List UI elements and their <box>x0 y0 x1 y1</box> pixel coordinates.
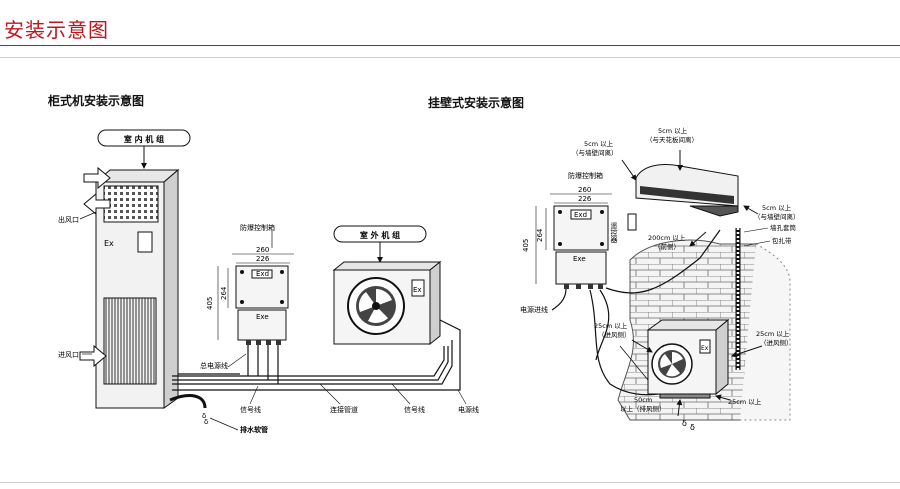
cabinet-exe-label: Exe <box>256 313 269 321</box>
outlet-arrow-top <box>83 166 111 190</box>
title-divider <box>0 45 900 46</box>
svg-text:δ: δ <box>204 418 208 426</box>
wall-dim-260: 260 <box>578 186 591 194</box>
outlet-label: 出风口 <box>58 215 79 224</box>
cabinet-ex-mark: Ex <box>104 239 114 248</box>
wall-outdoor-unit: Ex <box>646 318 730 399</box>
right-cm: 5cm 以上 <box>762 203 792 212</box>
inlet-label: 进风口 <box>58 351 79 359</box>
power-line-label: 电源线 <box>458 405 479 414</box>
wall-exd-label: Exd <box>574 211 587 219</box>
wall-outdoor-ex-mark: Ex <box>701 345 709 352</box>
wall-exe-label: Exe <box>573 255 586 263</box>
drain-hose-label: 排水软管 <box>240 425 268 434</box>
top-left-note: （与墙壁间离） <box>572 148 618 157</box>
cabinet-dim-264: 264 <box>220 286 228 300</box>
cabinet-dim-260: 260 <box>256 246 269 254</box>
hole-sleeve-label: 墙孔套筒 <box>770 223 797 232</box>
cm25-a-note: （进风侧） <box>598 330 631 339</box>
indoor-unit-label: 室 内 机 组 <box>124 134 164 144</box>
main-power-label: 总电源线 <box>200 361 228 370</box>
cabinet-section-title: 柜式机安装示意图 <box>48 94 145 108</box>
wall-dim-226: 226 <box>578 195 592 203</box>
wrap-tape-label: 包扎带 <box>772 236 792 245</box>
inlet-arrow <box>79 344 107 368</box>
connect-pipe-label: 连接管道 <box>330 405 358 414</box>
svg-text:δ: δ <box>202 412 206 420</box>
wall-dim-264: 264 <box>536 228 544 242</box>
cm25-b-label: 25cm 以上 <box>756 329 790 338</box>
cm25-a-label: 25cm 以上 <box>594 321 628 330</box>
right-note: （与墙壁间离） <box>754 212 800 221</box>
svg-text:δ: δ <box>690 423 695 432</box>
indoor-unit-tag: 室 内 机 组 <box>97 129 191 147</box>
cabinet-pipes <box>172 319 461 391</box>
cabinet-explosion-proof-box: Exd Exe <box>235 265 289 345</box>
top-right-cm: 5cm 以上 <box>658 126 688 135</box>
cm200-note: （前侧） <box>654 242 680 251</box>
wall-dim-405: 405 <box>522 239 530 252</box>
wall-indoor-unit <box>635 150 739 217</box>
cm25-b-note: （进风侧） <box>760 338 793 347</box>
cm50-label: 50cm <box>634 396 652 404</box>
cm25-c-label: 25cm 以上 <box>728 397 762 406</box>
page-title: 安装示意图 <box>4 18 109 42</box>
top-right-note: （与天花板间离） <box>646 135 698 144</box>
cabinet-outdoor-unit: Ex <box>332 260 442 346</box>
cm50-note: 以上（排风侧） <box>620 404 666 413</box>
cm200-label: 200cm 以上 <box>648 233 686 242</box>
svg-text:δ: δ <box>682 419 687 428</box>
top-left-cm: 5cm 以上 <box>584 139 614 148</box>
outdoor-ex-mark: Ex <box>413 286 422 294</box>
cabinet-exd-label: Exd <box>256 270 269 278</box>
signal-line-label-1: 信号线 <box>240 405 261 414</box>
wall-explosion-proof-box: Exd Exe <box>553 205 609 289</box>
cabinet-controller-label: 防爆控制箱 <box>240 223 275 232</box>
wall-section-title: 挂壁式安装示意图 <box>428 96 525 110</box>
power-in-label: 电源进线 <box>520 305 548 314</box>
outlet-arrow-bottom <box>83 192 111 216</box>
cabinet-dim-226: 226 <box>256 255 270 263</box>
cabinet-indoor-unit: Ex <box>94 168 180 409</box>
outdoor-unit-tag: 室 外 机 组 <box>333 225 427 243</box>
wall-controller-label: 防爆控制箱 <box>568 171 603 180</box>
outdoor-unit-label: 室 外 机 组 <box>360 230 400 240</box>
diagram-frame <box>0 57 900 483</box>
signal-line-label-2: 信号线 <box>404 405 425 414</box>
cabinet-dim-405: 405 <box>206 297 214 310</box>
remote-label: 遥控器 <box>610 221 618 244</box>
